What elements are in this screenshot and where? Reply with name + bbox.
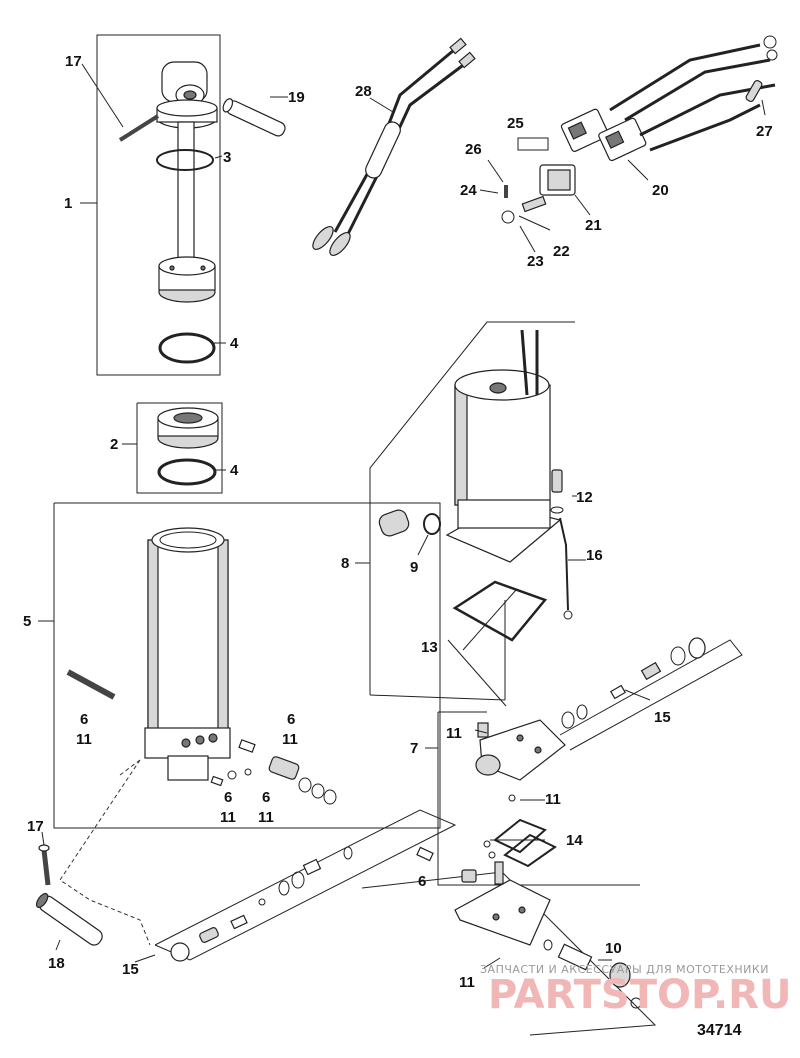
group-7-pump-assembly bbox=[425, 637, 743, 886]
callout-6-e: 6 bbox=[418, 873, 426, 890]
callout-labels: 17 19 3 1 4 2 4 5 6 11 6 11 6 11 6 11 17… bbox=[23, 53, 773, 991]
callout-20: 20 bbox=[652, 182, 669, 199]
callout-5: 5 bbox=[23, 613, 31, 630]
wiring-harness-and-relays bbox=[312, 35, 778, 256]
callout-17-top: 17 bbox=[65, 53, 82, 70]
group-5-cylinder-body bbox=[38, 502, 441, 829]
callout-11-a: 11 bbox=[76, 731, 92, 748]
callout-10: 10 bbox=[605, 940, 622, 957]
callout-4-top: 4 bbox=[230, 335, 239, 352]
callout-19: 19 bbox=[288, 89, 305, 106]
callout-4-bottom: 4 bbox=[230, 462, 239, 479]
watermark-brand: PARTSTOP.RU bbox=[488, 972, 791, 1018]
callout-22: 22 bbox=[553, 243, 570, 260]
callout-6-a: 6 bbox=[80, 711, 88, 728]
callout-25: 25 bbox=[507, 115, 524, 132]
callout-17-bottom: 17 bbox=[27, 818, 44, 835]
callout-8: 8 bbox=[341, 555, 349, 572]
callout-18: 18 bbox=[48, 955, 65, 972]
callout-6-c: 6 bbox=[224, 789, 232, 806]
callout-11-g: 11 bbox=[459, 974, 475, 991]
callout-15-top: 15 bbox=[654, 709, 671, 726]
group-1-trim-rod-assembly bbox=[80, 34, 288, 376]
group-8-pump-motor bbox=[355, 321, 586, 707]
callout-27: 27 bbox=[756, 123, 773, 140]
callout-14: 14 bbox=[566, 832, 583, 849]
callout-23: 23 bbox=[527, 253, 544, 270]
lower-valve-parts-row bbox=[134, 809, 457, 963]
lower-pin-parts bbox=[35, 831, 103, 951]
figure-number: 34714 bbox=[697, 1022, 742, 1039]
callout-6-b: 6 bbox=[287, 711, 295, 728]
callout-26: 26 bbox=[465, 141, 482, 158]
group-11-manifold-block bbox=[361, 846, 657, 1036]
watermark: ЗАПЧАСТИ И АКСЕССУАРЫ ДЛЯ МОТОТЕХНИКИ PA… bbox=[480, 963, 791, 1018]
watermark-caption: ЗАПЧАСТИ И АКСЕССУАРЫ ДЛЯ МОТОТЕХНИКИ bbox=[480, 963, 769, 976]
callout-2: 2 bbox=[110, 436, 118, 453]
callout-15-bottom: 15 bbox=[122, 961, 139, 978]
callout-13: 13 bbox=[421, 639, 438, 656]
callout-16: 16 bbox=[586, 547, 603, 564]
callout-11-b: 11 bbox=[282, 731, 298, 748]
callout-24: 24 bbox=[460, 182, 477, 199]
callout-3: 3 bbox=[223, 149, 231, 166]
callout-7: 7 bbox=[410, 740, 418, 757]
callout-1: 1 bbox=[64, 195, 72, 212]
callout-9: 9 bbox=[410, 559, 418, 576]
callout-28: 28 bbox=[355, 83, 372, 100]
callout-11-e: 11 bbox=[446, 725, 462, 742]
callout-11-c: 11 bbox=[220, 809, 236, 826]
callout-11-d: 11 bbox=[258, 809, 274, 826]
callout-6-d: 6 bbox=[262, 789, 270, 806]
group-2-piston-assembly bbox=[122, 402, 226, 494]
callout-12: 12 bbox=[576, 489, 593, 506]
callout-21: 21 bbox=[585, 217, 602, 234]
callout-11-f: 11 bbox=[545, 791, 561, 808]
